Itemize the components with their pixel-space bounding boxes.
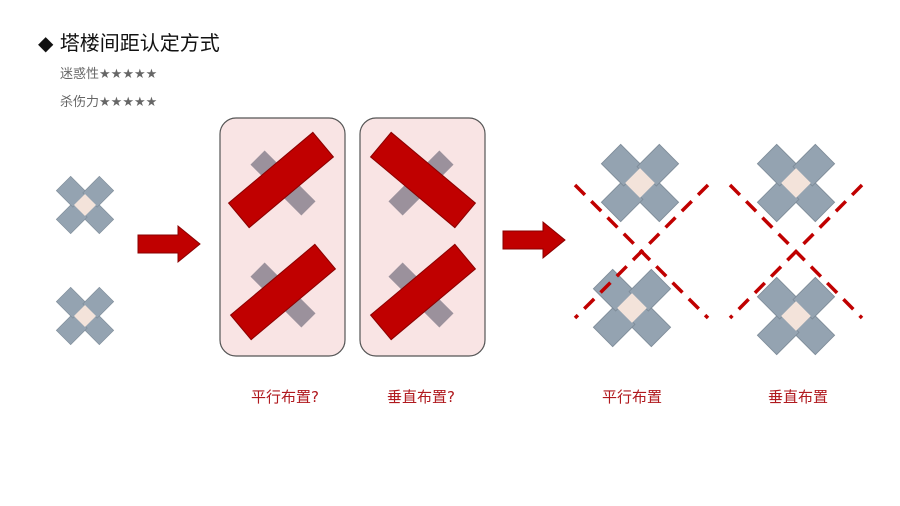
rating-damage: 杀伤力★★★★★ [60,91,157,110]
rating-confusion: 迷惑性★★★★★ [60,63,157,82]
panel-vertical [359,117,486,357]
result-vertical [728,143,864,356]
panel-parallel [219,117,346,357]
label-parallel: 平行布置 [601,388,663,406]
arrow-icon-2 [502,221,566,259]
rating-label: 迷惑性 [60,67,100,82]
label-vertical-question: 垂直布置? [387,388,455,406]
page-title-text: 塔楼间距认定方式 [59,31,220,55]
star-icons: ★★★★★ [99,95,158,110]
result-parallel [573,143,710,348]
tower-icon-left-bottom [55,286,115,346]
page-title: ◆ 塔楼间距认定方式 [38,27,220,56]
star-icons: ★★★★★ [99,67,158,82]
arrow-icon-1 [137,225,201,263]
label-vertical: 垂直布置 [767,388,829,406]
diamond-bullet-icon: ◆ [38,31,54,55]
tower-icon-left-top [55,175,115,235]
label-parallel-question: 平行布置? [251,388,319,406]
rating-label: 杀伤力 [60,95,100,110]
